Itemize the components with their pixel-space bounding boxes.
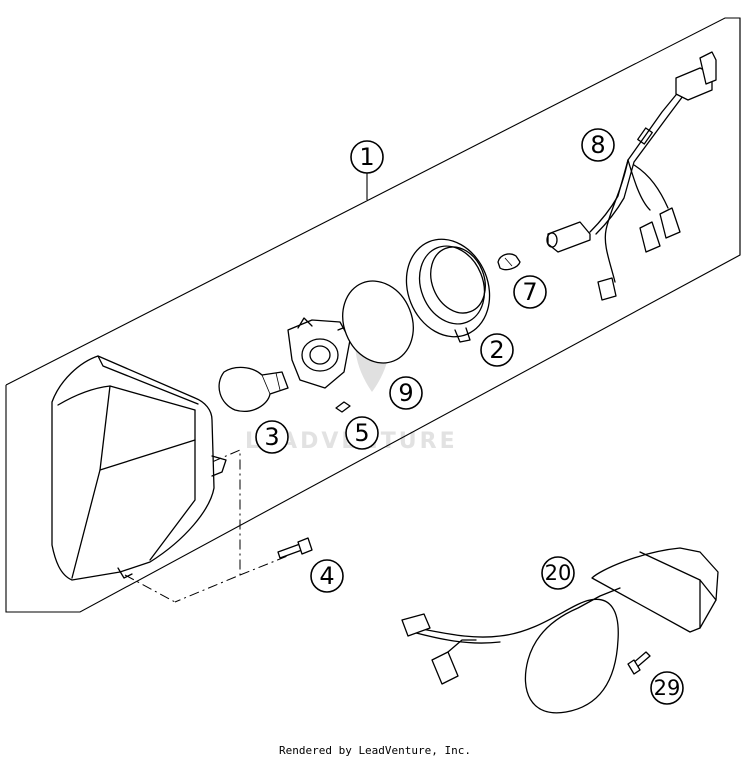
callout-7: 7 (513, 275, 547, 309)
callout-20: 20 (541, 556, 575, 590)
cover-part-20 (591, 547, 719, 633)
callout-5-label: 5 (354, 419, 369, 447)
callout-5: 5 (345, 416, 379, 450)
spring-clip (335, 401, 351, 413)
headlight-bulb (218, 366, 289, 412)
screw-part-4 (277, 537, 313, 559)
cable-harness (401, 587, 621, 714)
callout-4: 4 (310, 559, 344, 593)
callout-29-label: 29 (654, 676, 681, 700)
callout-9: 9 (389, 376, 423, 410)
parking-bulb-socket (546, 221, 591, 253)
headlight-wiring-harness (589, 51, 717, 301)
mounting-dash-lines (124, 449, 291, 603)
callout-8-label: 8 (590, 131, 605, 159)
headlight-mask (51, 355, 227, 581)
callout-3-label: 3 (264, 423, 279, 451)
callout-8: 8 (581, 128, 615, 162)
headlight-lens (342, 280, 414, 364)
assembly-box (5, 17, 741, 613)
callout-1: 1 (350, 140, 384, 174)
reflector-ring (405, 238, 491, 343)
callout-2-label: 2 (489, 336, 504, 364)
callout-9-label: 9 (398, 379, 413, 407)
callout-3: 3 (255, 420, 289, 454)
callout-20-label: 20 (545, 561, 572, 585)
parking-bulb (497, 253, 521, 271)
callout-4-label: 4 (319, 562, 334, 590)
screw-part-29 (627, 651, 651, 675)
callout-1-label: 1 (359, 143, 374, 171)
callout-2: 2 (480, 333, 514, 367)
footer-credit: Rendered by LeadVenture, Inc. (278, 744, 472, 757)
callout-7-label: 7 (522, 278, 537, 306)
callout-29: 29 (650, 671, 684, 705)
bulb-socket-holder (287, 317, 351, 389)
